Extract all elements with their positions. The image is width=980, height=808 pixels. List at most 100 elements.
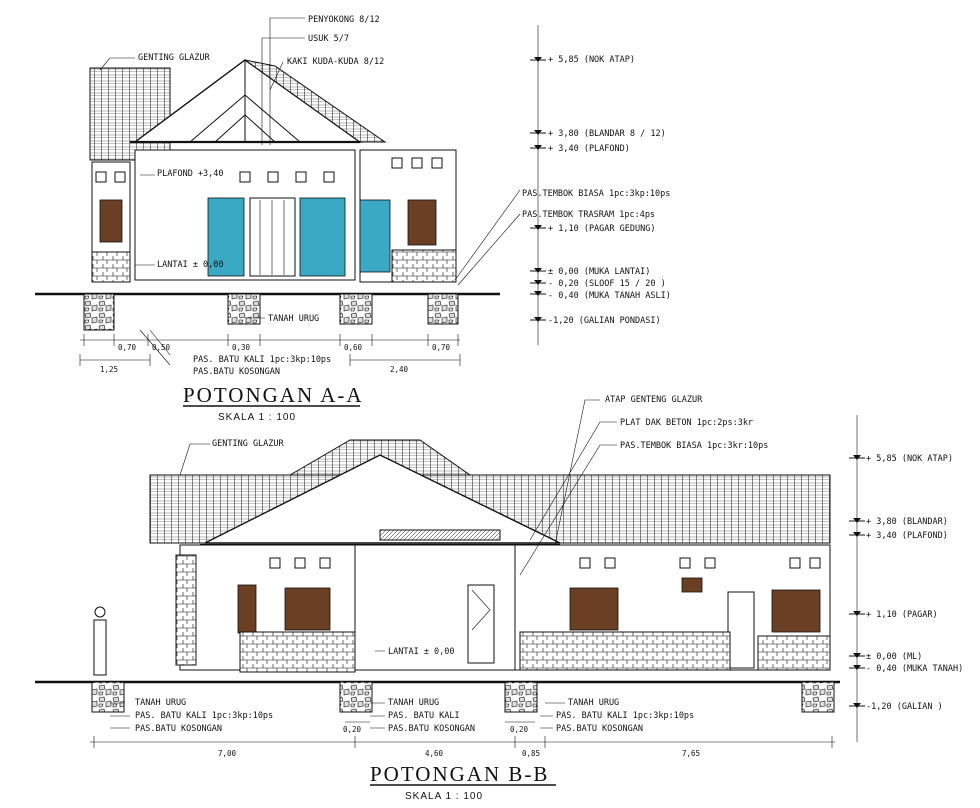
vent <box>267 171 279 183</box>
section-b: ATAP GENTENG GLAZUR PLAT DAK BETON 1pc:2… <box>35 395 963 802</box>
label-kaki-kuda: KAKI KUDA-KUDA 8/12 <box>287 57 384 67</box>
scale-b: SKALA 1 : 100 <box>405 791 483 802</box>
window-right <box>407 199 437 246</box>
window-glass-door <box>249 197 296 277</box>
dim-label: 0,20 <box>343 725 362 734</box>
roof-tile-left <box>89 67 171 161</box>
label-tanah-urug: TANAH URUG <box>388 698 439 708</box>
label-lantai: LANTAI ± 0,00 <box>388 647 455 657</box>
door-center[interactable] <box>467 584 495 664</box>
dim-label: 0,70 <box>432 343 451 352</box>
foundation <box>339 681 373 713</box>
window-right-1 <box>569 587 619 631</box>
stone-band-left <box>91 251 131 283</box>
dim-label: 7,00 <box>218 749 237 758</box>
label-lantai: LANTAI ± 0,00 <box>157 260 224 270</box>
label-batu-kosongan: PAS.BATU KOSONGAN <box>135 724 222 734</box>
vent <box>391 157 403 169</box>
stone-band-far-right <box>757 635 831 671</box>
vent <box>704 557 716 569</box>
stone-band-right <box>391 249 457 283</box>
dim-label: 0,50 <box>152 343 171 352</box>
roof-gable <box>204 454 561 544</box>
level-label: + 5,85 (NOK ATAP) <box>548 55 635 65</box>
title-a: POTONGAN A-A <box>183 383 364 407</box>
label-batu-kali: PAS. BATU KALI <box>388 711 460 721</box>
vent <box>319 557 331 569</box>
window-left <box>237 584 257 634</box>
vent <box>679 557 691 569</box>
label-tanah-urug: TANAH URUG <box>568 698 619 708</box>
dim-label: 0,30 <box>232 343 251 352</box>
door-panel <box>471 589 491 631</box>
door-right[interactable] <box>727 591 755 669</box>
level-label: - 0,40 (MUKA TANAH) <box>866 664 963 674</box>
vent <box>411 157 423 169</box>
label-penyokong: PENYOKONG 8/12 <box>308 15 380 25</box>
foundation <box>227 293 261 325</box>
label-batu-kali: PAS. BATU KALI 1pc:3kp:10ps <box>556 711 694 721</box>
scale-a: SKALA 1 : 100 <box>218 412 296 423</box>
vent <box>294 557 306 569</box>
vent <box>323 171 335 183</box>
vent <box>579 557 591 569</box>
level-label: ± 0,00 (MUKA LANTAI) <box>548 267 650 277</box>
label-plafond: PLAFOND +3,40 <box>157 169 224 179</box>
vent <box>239 171 251 183</box>
dim-label: 1,25 <box>100 365 118 374</box>
level-label: ± 0,00 (ML) <box>866 652 922 662</box>
label-genting: GENTING GLAZUR <box>212 439 285 449</box>
door-right[interactable] <box>299 197 346 277</box>
label-tembok: PAS.TEMBOK BIASA 1pc:3kr:10ps <box>620 441 768 451</box>
foundation <box>427 293 459 325</box>
window-center-left <box>284 587 331 631</box>
foundation <box>339 293 373 325</box>
level-markers <box>849 455 865 708</box>
vent <box>269 557 281 569</box>
dim-label: 0,60 <box>344 343 363 352</box>
dim-label: 0,85 <box>522 749 540 758</box>
level-label: + 3,40 (PLAFOND) <box>866 531 948 541</box>
leader-lines <box>110 399 617 729</box>
level-label: + 3,40 (PLAFOND) <box>548 144 630 154</box>
label-batu-kosongan: PAS.BATU KOSONGAN <box>388 724 475 734</box>
label-plat: PLAT DAK BETON 1pc:2ps:3kr <box>620 418 753 428</box>
label-batu-kosongan: PAS.BATU KOSONGAN <box>556 724 643 734</box>
roof-tile-right <box>244 59 387 143</box>
window-mullions <box>259 200 285 275</box>
dimension-lines <box>90 721 835 748</box>
level-label: -1,20 (GALIAN ) <box>866 702 943 712</box>
lamp <box>94 606 106 618</box>
level-label: + 5,85 (NOK ATAP) <box>866 454 953 464</box>
label-tembok-trasram: PAS.TEMBOK TRASRAM 1pc:4ps <box>522 210 655 220</box>
dim-label: 0,20 <box>510 725 529 734</box>
dim-label: 0,70 <box>118 343 137 352</box>
leader-lines <box>99 17 521 366</box>
vent <box>295 171 307 183</box>
vent <box>789 557 801 569</box>
level-markers <box>530 57 546 322</box>
level-label: - 0,40 (MUKA TANAH ASLI) <box>548 291 671 301</box>
window-small <box>681 577 703 593</box>
label-batu-kosongan: PAS.BATU KOSONGAN <box>193 367 280 377</box>
vent <box>809 557 821 569</box>
level-label: - 0,20 (SLOOF 15 / 20 ) <box>548 279 666 289</box>
concrete-slab <box>379 529 501 541</box>
section-a: GENTING GLAZUR PENYOKONG 8/12 USUK 5/7 K… <box>35 15 671 423</box>
dim-label: 2,40 <box>390 365 409 374</box>
vent <box>604 557 616 569</box>
label-genting: GENTING GLAZUR <box>138 53 211 63</box>
dim-label: 7,65 <box>682 749 700 758</box>
title-b: POTONGAN B-B <box>370 762 549 786</box>
dim-label: 4,60 <box>425 749 444 758</box>
foundation <box>83 293 115 331</box>
label-usuk: USUK 5/7 <box>308 34 349 44</box>
label-tanah-urug: TANAH URUG <box>268 314 319 324</box>
level-label: -1,20 (GALIAN PONDASI) <box>548 316 661 326</box>
door-left[interactable] <box>207 197 245 277</box>
foundation <box>504 681 538 713</box>
vent <box>114 171 126 183</box>
door-right-wing[interactable] <box>359 199 391 273</box>
vent <box>431 157 443 169</box>
